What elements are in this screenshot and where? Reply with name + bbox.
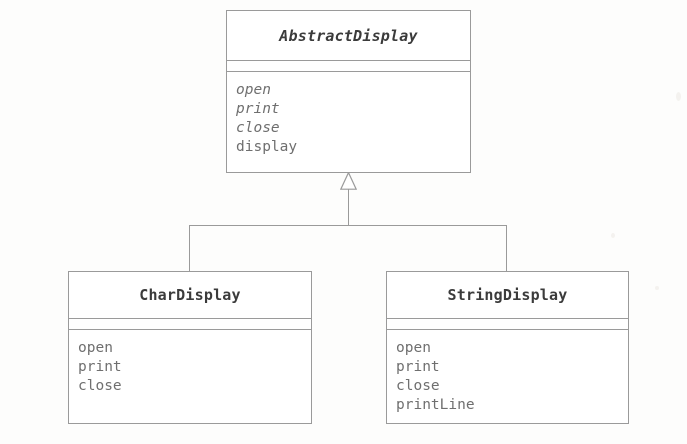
class-attributes-compartment-abstract-display [227,61,470,72]
method-row: open [236,82,271,98]
method-row: print [236,101,280,117]
class-title-string-display: StringDisplay [387,272,628,319]
class-methods-compartment-abstract-display: open print close display [227,72,470,172]
generalization-branch-string-display [506,225,507,271]
class-title-char-display: CharDisplay [69,272,311,319]
generalization-arrowhead-icon [340,172,357,190]
class-methods-compartment-string-display: open print close printLine [387,330,628,423]
method-row: print [78,359,122,375]
class-box-char-display[interactable]: CharDisplay open print close [68,271,312,424]
method-row: close [78,378,122,394]
method-row: printLine [396,397,475,413]
class-title-abstract-display: AbstractDisplay [227,11,470,61]
class-box-abstract-display[interactable]: AbstractDisplay open print close display [226,10,471,173]
paper-speck [611,233,615,238]
generalization-branch-char-display [189,225,190,271]
class-attributes-compartment-char-display [69,319,311,330]
generalization-stem [348,189,349,226]
generalization-crossbar [189,225,507,226]
paper-speck [676,92,681,101]
class-methods-compartment-char-display: open print close [69,330,311,423]
class-box-string-display[interactable]: StringDisplay open print close printLine [386,271,629,424]
method-row: print [396,359,440,375]
method-row: open [396,340,431,356]
paper-speck [655,286,659,290]
method-row: open [78,340,113,356]
method-row: close [396,378,440,394]
method-row: display [236,139,298,155]
method-row: close [236,120,280,136]
class-attributes-compartment-string-display [387,319,628,330]
